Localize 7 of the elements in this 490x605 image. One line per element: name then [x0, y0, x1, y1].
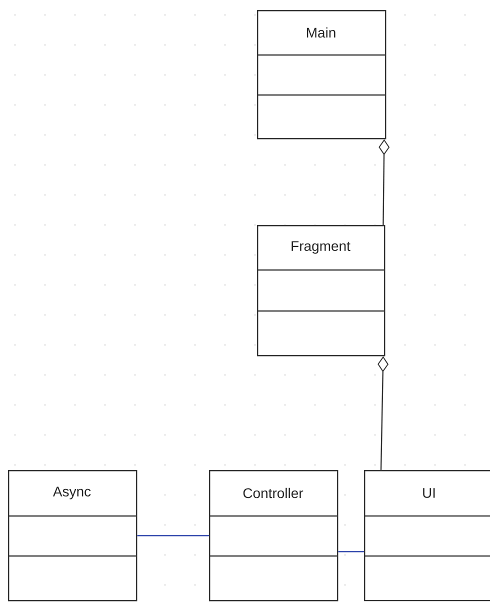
class-box: UI: [364, 470, 490, 602]
class-box: Fragment: [257, 225, 386, 356]
class-box: Controller: [209, 470, 338, 602]
class-box: Async: [8, 470, 138, 602]
class-box: Main: [257, 10, 386, 140]
association-line: [338, 551, 364, 552]
association-line: [137, 535, 209, 536]
